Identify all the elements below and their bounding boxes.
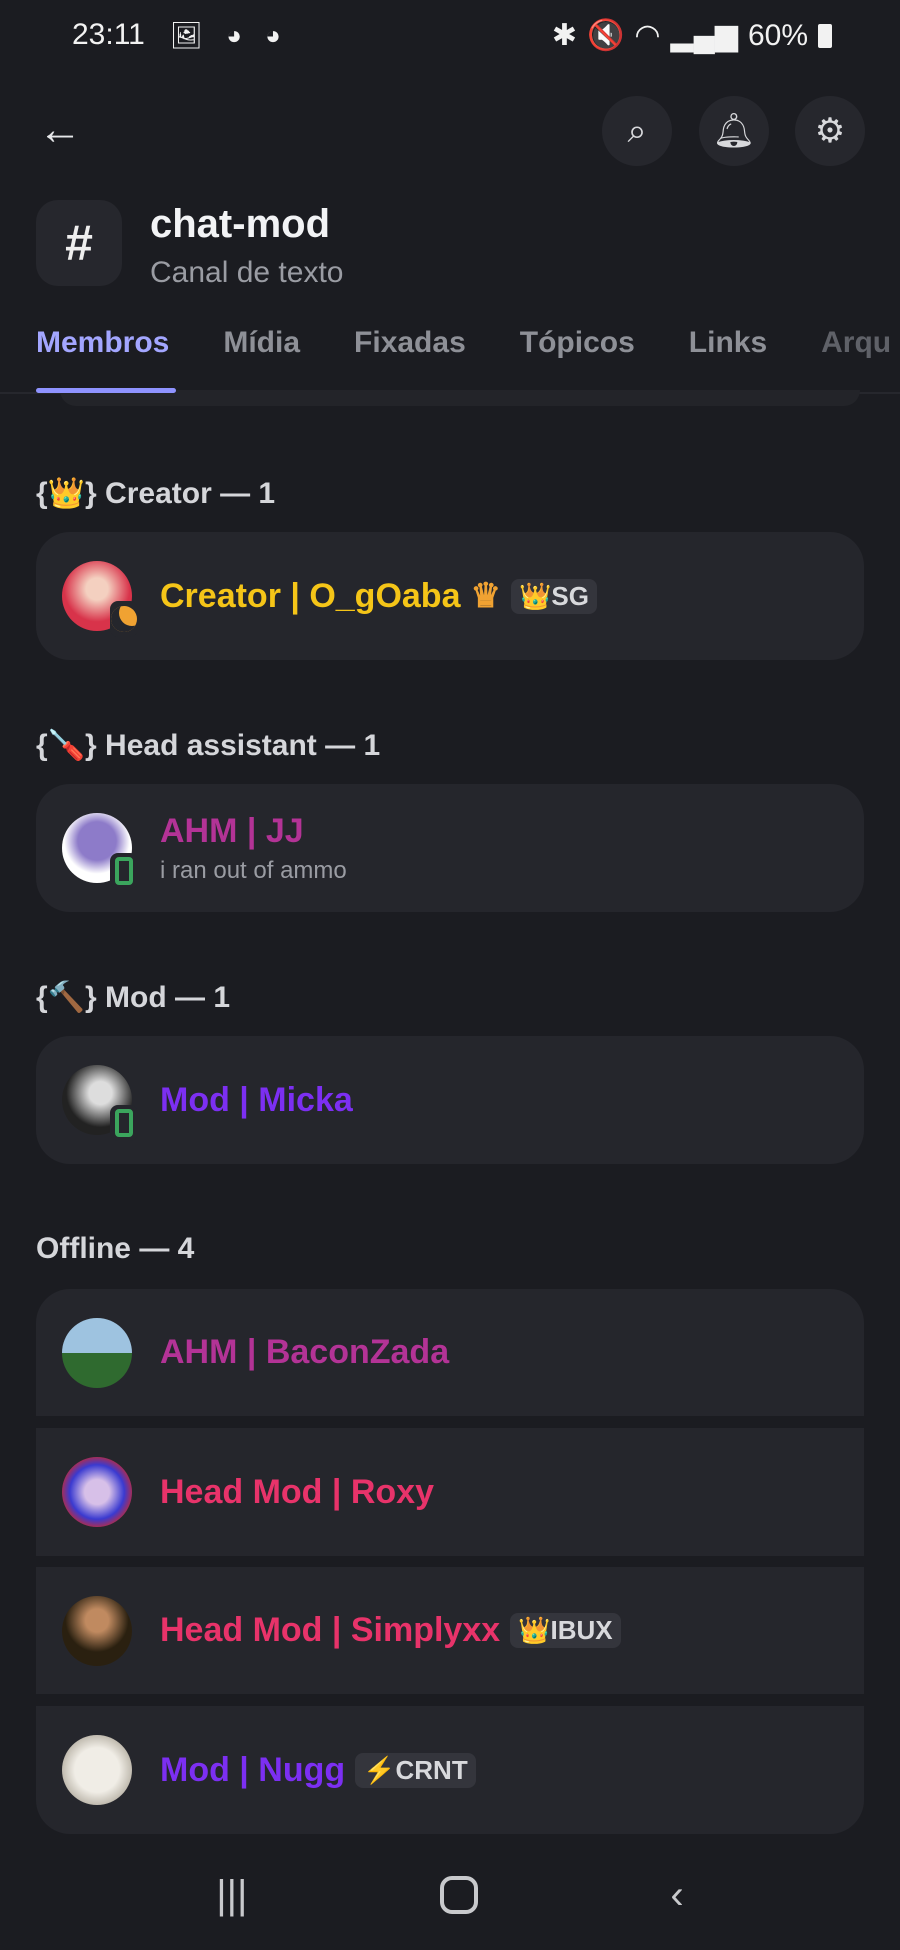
section-header-mod: {🔨} Mod — 1: [36, 981, 231, 1014]
locked-channel-icon: #: [36, 200, 122, 286]
tab-members[interactable]: Membros: [36, 326, 170, 359]
notification-icons: 🖼 ◕ ◕: [170, 20, 289, 50]
recent-apps-icon[interactable]: |||: [216, 1872, 248, 1917]
lightning-icon: ⚡: [363, 1754, 396, 1785]
avatar: [62, 1457, 132, 1527]
member-row[interactable]: AHM | JJ i ran out of ammo: [36, 784, 864, 912]
member-name: Mod | Nugg: [160, 1750, 346, 1789]
home-icon[interactable]: [439, 1876, 478, 1914]
guild-tag: 👑SG: [510, 578, 597, 614]
avatar: [62, 1065, 138, 1141]
tab-media[interactable]: Mídia: [223, 326, 301, 359]
battery-text: 60%: [747, 18, 808, 52]
crown-icon: 👑: [518, 580, 552, 611]
avatar: [62, 1317, 132, 1388]
notifications-button[interactable]: 🔔︎: [699, 96, 769, 166]
section-header-head-assistant: {🪛} Head assistant — 1: [36, 729, 381, 762]
tab-topics[interactable]: Tópicos: [519, 326, 635, 359]
avatar: [62, 1595, 132, 1666]
active-tab-indicator: [36, 388, 176, 393]
custom-status: i ran out of ammo: [160, 856, 347, 884]
owner-crown-icon: ♛: [470, 577, 501, 615]
wifi-icon: ◠: [634, 19, 661, 52]
guild-tag: 👑IBUX: [510, 1613, 621, 1648]
mute-icon: 🔇: [587, 19, 625, 52]
search-button[interactable]: ⌕: [602, 96, 672, 166]
tab-bar: Membros Mídia Fixadas Tópicos Links Arqu: [36, 326, 900, 360]
member-row[interactable]: Head Mod | Roxy: [36, 1428, 864, 1556]
channel-title: chat-mod: [150, 202, 330, 246]
member-row[interactable]: Creator | O_gOaba ♛ 👑SG: [36, 532, 864, 660]
avatar: [62, 813, 138, 889]
signal-icon: ▂▄▆: [670, 19, 738, 52]
search-icon: ⌕: [627, 111, 647, 150]
member-name: Creator | O_gOaba: [160, 576, 461, 615]
section-header-offline: Offline — 4: [36, 1232, 195, 1265]
avatar: [62, 1735, 132, 1805]
clock: 23:11: [72, 18, 145, 51]
member-name: Head Mod | Roxy: [160, 1472, 434, 1511]
idle-status-icon: [110, 601, 138, 637]
member-name: AHM | JJ: [160, 811, 304, 850]
tab-files[interactable]: Arqu: [821, 326, 892, 359]
list-card-edge: [60, 390, 860, 406]
avatar: [62, 561, 138, 637]
mobile-status-icon: [110, 1105, 138, 1141]
gear-icon: ⚙: [814, 112, 846, 150]
crown-icon: 👑: [518, 1615, 551, 1645]
member-name: Mod | Micka: [160, 1080, 353, 1119]
bell-icon: 🔔︎: [712, 112, 756, 150]
bluetooth-icon: ✱: [551, 19, 577, 52]
member-name: AHM | BaconZada: [160, 1333, 450, 1371]
status-bar: 23:11 🖼 ◕ ◕ ✱ 🔇 ◠ ▂▄▆ 60%: [0, 14, 900, 58]
settings-button[interactable]: ⚙: [795, 96, 865, 166]
battery-icon: [818, 23, 832, 48]
back-icon[interactable]: ‹: [670, 1872, 684, 1917]
guild-tag: ⚡CRNT: [355, 1752, 476, 1788]
mobile-status-icon: [110, 853, 138, 889]
tab-links[interactable]: Links: [688, 326, 768, 359]
member-name: Head Mod | Simplyxx: [160, 1611, 501, 1649]
system-nav-bar: ||| ‹: [0, 1840, 900, 1950]
member-row[interactable]: Mod | Micka: [36, 1036, 864, 1164]
member-row[interactable]: Mod | Nugg ⚡CRNT: [36, 1706, 864, 1834]
back-arrow-icon[interactable]: ←: [38, 105, 82, 154]
channel-subtitle: Canal de texto: [150, 256, 344, 289]
tab-pinned[interactable]: Fixadas: [354, 326, 466, 359]
member-row[interactable]: Head Mod | Simplyxx 👑IBUX: [36, 1567, 864, 1694]
member-row[interactable]: AHM | BaconZada: [36, 1289, 864, 1416]
section-header-creator: {👑} Creator — 1: [36, 477, 276, 510]
